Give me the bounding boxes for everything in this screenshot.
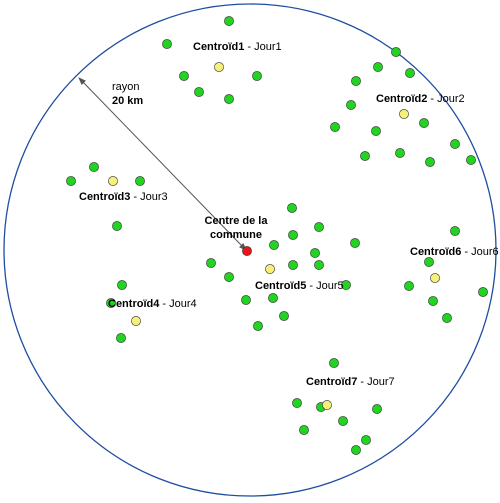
location-point: [395, 148, 405, 158]
location-point: [253, 321, 263, 331]
centroid3-label: Centroïd3 - Jour3: [79, 191, 168, 203]
location-point: [419, 118, 429, 128]
location-point: [288, 230, 298, 240]
location-point: [268, 293, 278, 303]
location-point: [292, 398, 302, 408]
location-point: [425, 157, 435, 167]
location-point: [405, 68, 415, 78]
location-point: [373, 62, 383, 72]
location-point: [310, 248, 320, 258]
location-point: [372, 404, 382, 414]
location-point: [162, 39, 172, 49]
radius-arrow: [78, 77, 247, 251]
location-point: [351, 76, 361, 86]
location-point: [346, 100, 356, 110]
location-point: [350, 238, 360, 248]
location-point: [466, 155, 476, 165]
centroid6-label: Centroïd6 - Jour6: [410, 246, 499, 258]
location-point: [361, 435, 371, 445]
location-point: [89, 162, 99, 172]
radius-value-text: 20 km: [112, 95, 144, 107]
location-point: [314, 260, 324, 270]
location-point: [106, 298, 116, 308]
location-point: [224, 16, 234, 26]
location-point: [371, 126, 381, 136]
location-point: [450, 226, 460, 236]
location-point: [360, 151, 370, 161]
location-point: [428, 296, 438, 306]
centroid-point: [322, 400, 332, 410]
location-point: [224, 272, 234, 282]
radius-label-text: rayon: [112, 81, 140, 93]
location-point: [117, 280, 127, 290]
location-point: [241, 295, 251, 305]
location-point: [287, 203, 297, 213]
location-point: [206, 258, 216, 268]
centroid-point: [131, 316, 141, 326]
commune-center-label: Centre de la commune: [204, 215, 268, 241]
location-point: [269, 240, 279, 250]
location-point: [404, 281, 414, 291]
location-point: [299, 425, 309, 435]
location-point: [288, 260, 298, 270]
centroid5-label: Centroïd5 - Jour5: [255, 280, 344, 292]
centroid1-label: Centroïd1 - Jour1: [193, 41, 282, 53]
location-point: [424, 257, 434, 267]
location-point: [341, 280, 351, 290]
centroid2-label: Centroïd2 - Jour2: [376, 93, 465, 105]
centroid-point: [108, 176, 118, 186]
location-point: [478, 287, 488, 297]
location-point: [391, 47, 401, 57]
radius-circle: [3, 3, 497, 497]
centroid-point: [430, 273, 440, 283]
centroid4-label: Centroïd4 - Jour4: [108, 298, 197, 310]
location-point: [252, 71, 262, 81]
commune-center-point: [242, 246, 252, 256]
location-point: [330, 122, 340, 132]
location-point: [116, 333, 126, 343]
location-point: [112, 221, 122, 231]
location-point: [194, 87, 204, 97]
location-point: [279, 311, 289, 321]
location-point: [135, 176, 145, 186]
location-point: [351, 445, 361, 455]
radius-label: rayon 20 km: [112, 80, 143, 108]
location-point: [314, 222, 324, 232]
location-point: [338, 416, 348, 426]
centroid-point: [265, 264, 275, 274]
centroid-point: [399, 109, 409, 119]
location-point: [329, 358, 339, 368]
location-point: [224, 94, 234, 104]
location-point: [442, 313, 452, 323]
location-point: [179, 71, 189, 81]
centroid7-label: Centroïd7 - Jour7: [306, 376, 395, 388]
location-point: [450, 139, 460, 149]
location-point: [66, 176, 76, 186]
centroid-point: [214, 62, 224, 72]
